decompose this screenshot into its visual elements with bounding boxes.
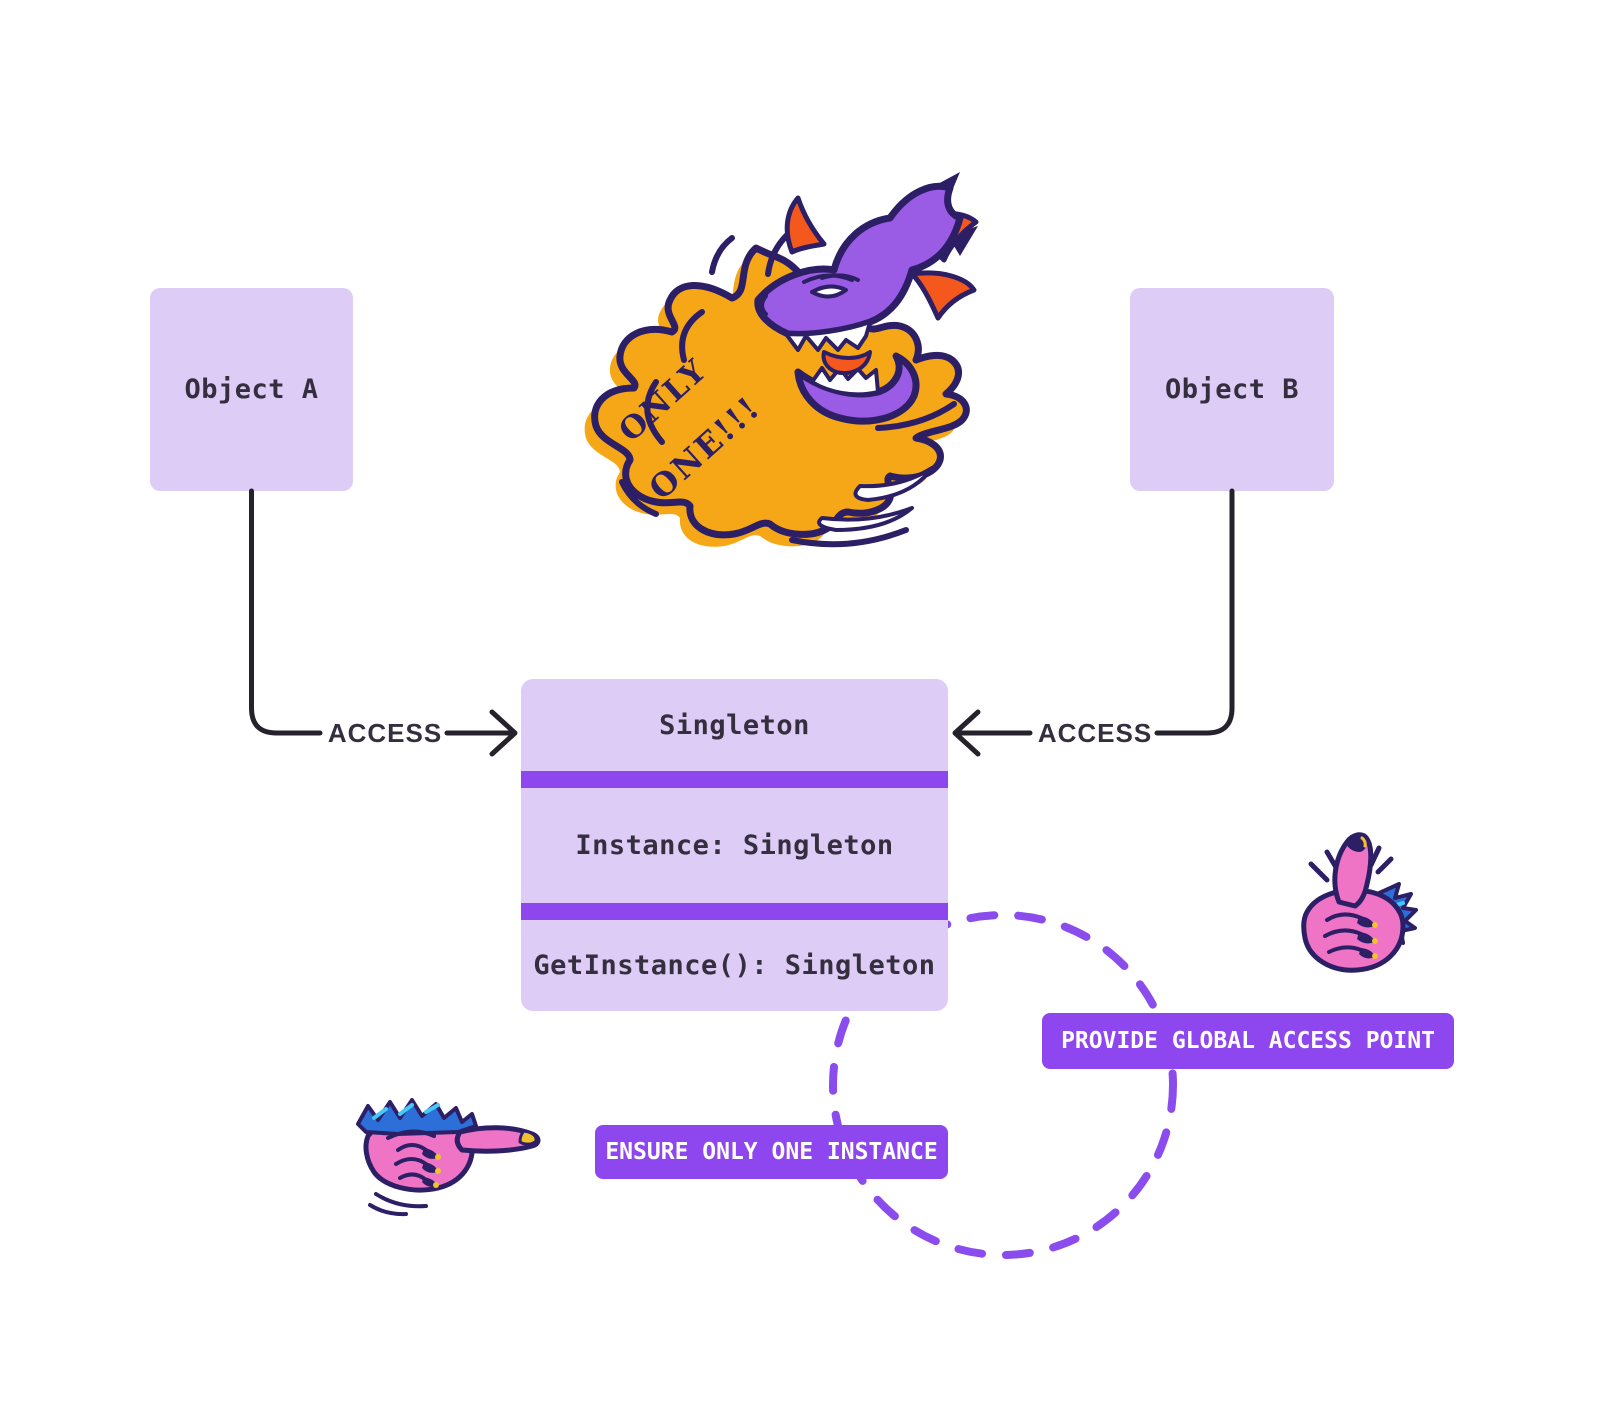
singleton-method-section: GetInstance(): Singleton [521, 920, 948, 1011]
claw-tip [1372, 953, 1378, 959]
thumb-line [386, 1129, 436, 1140]
singleton-attribute-section: Instance: Singleton [521, 788, 948, 903]
thumb [1332, 832, 1374, 909]
motion-line [368, 1203, 408, 1217]
folded-claws [1357, 916, 1375, 959]
claw-tip [435, 1154, 441, 1160]
flame-detail-line [644, 379, 665, 445]
connector-right [952, 488, 1235, 757]
object-b-box: Object B [1130, 288, 1334, 491]
dragon-snout-line [820, 273, 860, 282]
singleton-method: GetInstance(): Singleton [533, 950, 936, 981]
flame-wave-white [853, 466, 934, 502]
flame-accent-line [619, 479, 659, 517]
singleton-title: Singleton [659, 709, 810, 741]
access-label-right: ACCESS [1037, 717, 1153, 748]
singleton-divider-bottom [521, 903, 948, 920]
callout-provide-global-access: PROVIDE GLOBAL ACCESS POINT [1042, 1013, 1454, 1069]
object-b-label: Object B [1164, 374, 1300, 405]
flame-accent-line [709, 235, 735, 275]
claw-tip [1372, 922, 1378, 928]
flame-wave-white-2 [817, 506, 914, 532]
singleton-attribute: Instance: Singleton [575, 830, 894, 861]
thumb-nail [1346, 836, 1367, 852]
nail-highlight [1360, 836, 1367, 848]
emphasis-lines [1308, 845, 1394, 883]
dashed-circle [829, 911, 1177, 1259]
connector-left [249, 488, 518, 757]
dragon-illustration: ONLY ONE!!! [584, 172, 979, 548]
dragon-tongue [821, 350, 872, 375]
connector-right-elbow [1154, 488, 1235, 736]
object-a-box: Object A [150, 288, 353, 491]
motion-line [374, 1192, 428, 1209]
object-a-label: Object A [184, 374, 319, 405]
flame-accent-line [789, 527, 909, 548]
dragon-horn-front [784, 195, 827, 255]
dragon-teeth-upper [784, 320, 872, 352]
callout-ensure-one-instance: ENSURE ONLY ONE INSTANCE [595, 1125, 948, 1179]
arrow-left-icon [952, 709, 981, 757]
singleton-class-box: Singleton Instance: Singleton GetInstanc… [521, 679, 948, 1011]
claw-tip [435, 1168, 441, 1174]
dragon-head [754, 172, 979, 425]
claw-tip [1372, 938, 1378, 944]
dragon-eye [810, 284, 848, 299]
fur-highlight [372, 1103, 440, 1120]
claw-tip [518, 1129, 538, 1146]
dragon-nostril-line [760, 294, 768, 316]
flame-detail-line [679, 309, 705, 363]
singleton-divider-top [521, 771, 948, 788]
flame-body [591, 244, 970, 539]
access-label-left: ACCESS [327, 717, 443, 748]
folded-claws [422, 1148, 438, 1187]
thumbs-up-illustration [1301, 832, 1418, 973]
connector-left-elbow [249, 488, 323, 736]
dragon-horn [909, 270, 977, 321]
index-finger [454, 1125, 541, 1154]
pointing-hand-illustration [356, 1098, 541, 1217]
knuckle-lines [1323, 912, 1363, 954]
arrow-right-icon [489, 709, 518, 757]
singleton-title-section: Singleton [521, 679, 948, 771]
claw-tip [433, 1182, 439, 1188]
flame-detail-line [875, 401, 957, 431]
